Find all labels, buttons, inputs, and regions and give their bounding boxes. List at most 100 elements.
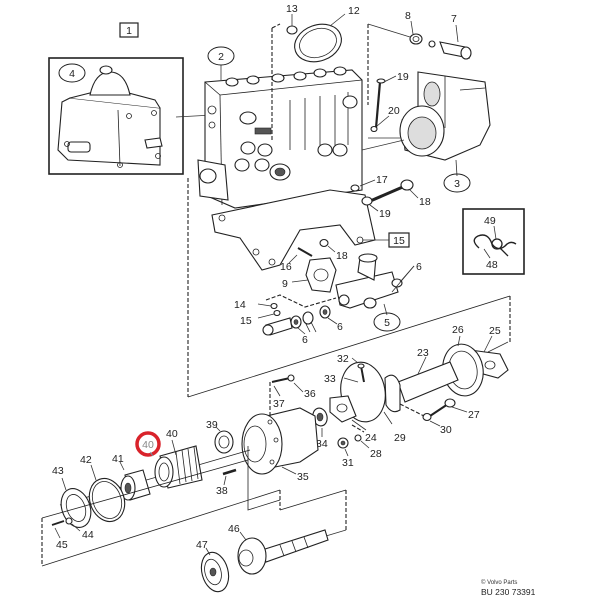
seal-part-16[interactable]	[319, 238, 329, 248]
nut-part-17[interactable]	[350, 184, 360, 192]
callout-48: 48	[486, 259, 498, 271]
callout-33: 34	[316, 438, 328, 450]
spring-clip-parts-48-49[interactable]	[473, 234, 517, 257]
callout-46: 46	[228, 523, 240, 535]
washer-part-21[interactable]	[370, 125, 378, 133]
governor-housing-part-4[interactable]	[57, 65, 163, 168]
callout-38: 39	[206, 419, 218, 431]
nut-part-29[interactable]	[422, 412, 432, 422]
callout-circle-3[interactable]: 3	[443, 173, 471, 193]
callout-circle-2[interactable]: 2	[207, 46, 235, 66]
gasket-part-7[interactable]	[305, 257, 337, 293]
callout-31: 32	[337, 353, 349, 365]
banjo-bolt-part-8[interactable]	[428, 40, 472, 60]
seal-part-14[interactable]	[286, 25, 298, 35]
callout-13: 12	[348, 5, 360, 17]
fitting-part-6c[interactable]	[302, 311, 317, 333]
nut-part-30[interactable]	[337, 437, 349, 449]
gear-part-47[interactable]	[197, 549, 232, 594]
callout-19: 19	[379, 208, 391, 220]
washer-part-9[interactable]	[409, 33, 423, 45]
callout-41: 41	[112, 453, 124, 465]
pump-body-part-2[interactable]	[197, 66, 363, 209]
callout-label: 5	[384, 317, 390, 329]
callout-10: 16	[280, 261, 292, 273]
callout-17: 17	[376, 174, 388, 186]
callout-47: 47	[196, 539, 208, 551]
callout-label: 15	[393, 235, 405, 247]
flange-part-22[interactable]	[329, 395, 357, 423]
callout-24: 25	[489, 325, 501, 337]
callout-6: 6	[337, 321, 343, 333]
feed-pump-part-5[interactable]	[335, 253, 403, 309]
callout-18: 18	[419, 196, 431, 208]
callout-21: 20	[388, 105, 400, 117]
callout-14: 13	[286, 3, 298, 15]
key-part-37[interactable]	[222, 468, 237, 476]
callout-37: 38	[216, 485, 228, 497]
callout-25: 26	[452, 324, 464, 336]
callout-22: 24	[365, 432, 377, 444]
callout-label: 3	[454, 178, 460, 190]
callout-6: 6	[416, 261, 422, 273]
callout-6: 6	[302, 334, 308, 346]
bearing-part-38[interactable]	[214, 430, 234, 454]
callout-27: 28	[370, 448, 382, 460]
callout-9: 8	[405, 10, 411, 22]
banjo-bolt-part-6a[interactable]	[262, 317, 293, 336]
bearing-part-41[interactable]	[120, 469, 151, 501]
callout-29: 30	[440, 424, 452, 436]
callout-32: 33	[324, 373, 336, 385]
callout-label: 2	[218, 51, 224, 63]
callout-40-highlighted[interactable]: 40	[135, 431, 161, 457]
callout-45: 45	[56, 539, 68, 551]
gear-part-39[interactable]	[154, 445, 203, 489]
callout-42: 42	[80, 454, 92, 466]
bolt-part-31[interactable]	[357, 363, 365, 383]
callout-label: 40	[142, 439, 154, 451]
copyright-notice: © Volvo Parts	[481, 579, 517, 586]
callout-26: 27	[468, 409, 480, 421]
bolt-part-20[interactable]	[374, 78, 386, 129]
highlight-ring	[135, 431, 161, 457]
callout-11: 14	[234, 299, 246, 311]
gasket-ring-part-13[interactable]	[289, 18, 346, 68]
washer-part-6b[interactable]	[290, 315, 302, 329]
callout-30: 31	[342, 457, 354, 469]
washer-part-6d[interactable]	[319, 305, 331, 319]
lever-part-18[interactable]	[367, 179, 414, 204]
delivery-valve-holders	[225, 66, 347, 87]
washer-part-44[interactable]	[65, 517, 73, 525]
clamp-part-28[interactable]	[384, 374, 401, 413]
callout-36: 37	[273, 398, 285, 410]
screw-part-45[interactable]	[51, 520, 65, 526]
callout-35: 36	[304, 388, 316, 400]
callout-28: 29	[394, 432, 406, 444]
callout-circle-5[interactable]: 5	[373, 312, 401, 332]
callout-12: 15	[240, 315, 252, 327]
callout-circle-4[interactable]: 4	[58, 63, 86, 83]
bolt-part-26[interactable]	[429, 398, 456, 417]
mounting-bracket-part-15[interactable]	[211, 189, 376, 271]
callout-8: 7	[451, 13, 457, 25]
inset-clip-detail: 49 48	[462, 208, 525, 275]
callout-44: 44	[82, 529, 94, 541]
callout-box-15[interactable]: 15	[388, 232, 410, 248]
screw-part-12[interactable]	[273, 309, 281, 317]
washer-part-11[interactable]	[270, 302, 278, 310]
camshaft-part-46[interactable]	[237, 529, 329, 575]
housing-part-3[interactable]	[399, 71, 491, 161]
drive-housing-part-34[interactable]	[241, 407, 319, 475]
retaining-pin-part-10[interactable]	[297, 247, 313, 257]
drawing-code: BU 230 73391	[481, 587, 536, 597]
callout-label: 4	[69, 68, 75, 80]
callout-box-1[interactable]: 1	[119, 22, 139, 38]
bolt-part-35[interactable]	[271, 374, 295, 383]
callout-20: 19	[397, 71, 409, 83]
tube-housing-part-23[interactable]	[397, 361, 459, 403]
washer-part-19[interactable]	[361, 196, 373, 206]
washer-part-27[interactable]	[354, 434, 362, 442]
callout-7: 9	[282, 278, 288, 290]
